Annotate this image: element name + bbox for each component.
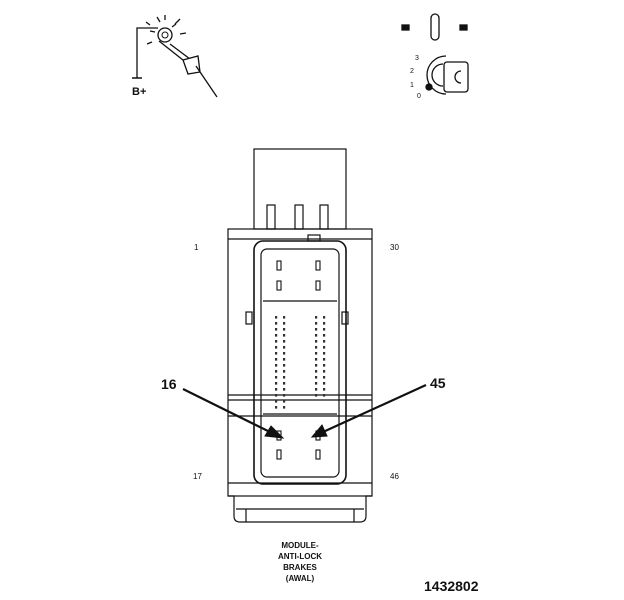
pin-label-17: 17 xyxy=(193,472,202,481)
pin-label-46: 46 xyxy=(390,472,399,481)
signal-pin xyxy=(275,328,278,331)
test-light-icon xyxy=(132,15,218,98)
signal-pin xyxy=(315,316,318,319)
signal-pin xyxy=(283,364,286,367)
pin-label-1: 1 xyxy=(194,243,199,252)
signal-pin xyxy=(315,370,318,373)
signal-pin xyxy=(315,340,318,343)
signal-pin xyxy=(323,340,326,343)
signal-pin xyxy=(275,364,278,367)
signal-pin xyxy=(283,406,286,409)
ignition-position-1: 1 xyxy=(410,82,414,89)
signal-pin xyxy=(275,388,278,391)
pin-label-30: 30 xyxy=(390,243,399,252)
signal-pin xyxy=(275,358,278,361)
signal-pin xyxy=(315,322,318,325)
figure-id: 1432802 xyxy=(424,578,479,594)
signal-pin xyxy=(275,406,278,409)
signal-pin xyxy=(275,322,278,325)
signal-pin xyxy=(275,400,278,403)
signal-pin xyxy=(323,346,326,349)
signal-pin xyxy=(315,346,318,349)
signal-pin xyxy=(283,334,286,337)
signal-pin xyxy=(283,352,286,355)
signal-pin xyxy=(315,328,318,331)
signal-pin xyxy=(315,334,318,337)
connector-housing xyxy=(227,148,373,523)
signal-pin xyxy=(323,394,326,397)
signal-pin xyxy=(283,394,286,397)
ignition-position-3: 3 xyxy=(415,55,419,62)
signal-pin xyxy=(323,382,326,385)
signal-pin xyxy=(275,382,278,385)
signal-pin xyxy=(323,358,326,361)
signal-pin xyxy=(315,382,318,385)
signal-pin xyxy=(275,346,278,349)
signal-pin xyxy=(275,352,278,355)
callout-16: 16 xyxy=(161,376,177,392)
signal-pin xyxy=(275,394,278,397)
callout-45: 45 xyxy=(430,375,446,391)
caption-line: BRAKES xyxy=(283,563,317,572)
caption-line: MODULE- xyxy=(281,541,319,550)
signal-pin xyxy=(275,370,278,373)
signal-pin xyxy=(283,400,286,403)
signal-pin xyxy=(323,328,326,331)
signal-pin xyxy=(315,358,318,361)
signal-pin xyxy=(283,340,286,343)
caption-line: ANTI-LOCK xyxy=(278,552,322,561)
signal-pin xyxy=(323,370,326,373)
ignition-position-2: 2 xyxy=(410,68,414,75)
signal-pin xyxy=(323,322,326,325)
signal-pin xyxy=(275,334,278,337)
component-caption: MODULE- ANTI-LOCK BRAKES (AWAL) xyxy=(250,540,350,584)
signal-pin xyxy=(315,376,318,379)
signal-pin xyxy=(283,388,286,391)
signal-pin xyxy=(323,376,326,379)
signal-pin xyxy=(323,364,326,367)
battery-positive-label: B+ xyxy=(132,86,147,98)
ignition-switch-icon xyxy=(401,13,469,95)
signal-pin xyxy=(315,352,318,355)
caption-line: (AWAL) xyxy=(285,574,315,583)
callout-arrows xyxy=(182,383,427,439)
signal-pin xyxy=(323,388,326,391)
signal-pin xyxy=(283,358,286,361)
signal-pin-cavities xyxy=(275,316,326,409)
signal-pin xyxy=(315,364,318,367)
signal-pin xyxy=(315,388,318,391)
signal-pin xyxy=(283,328,286,331)
signal-pin xyxy=(275,376,278,379)
signal-pin xyxy=(283,370,286,373)
signal-pin xyxy=(323,334,326,337)
signal-pin xyxy=(283,346,286,349)
signal-pin xyxy=(283,382,286,385)
ignition-position-0: 0 xyxy=(417,93,421,100)
signal-pin xyxy=(323,316,326,319)
signal-pin xyxy=(283,322,286,325)
signal-pin xyxy=(283,376,286,379)
signal-pin xyxy=(323,352,326,355)
signal-pin xyxy=(283,316,286,319)
signal-pin xyxy=(275,340,278,343)
signal-pin xyxy=(315,394,318,397)
signal-pin xyxy=(275,316,278,319)
